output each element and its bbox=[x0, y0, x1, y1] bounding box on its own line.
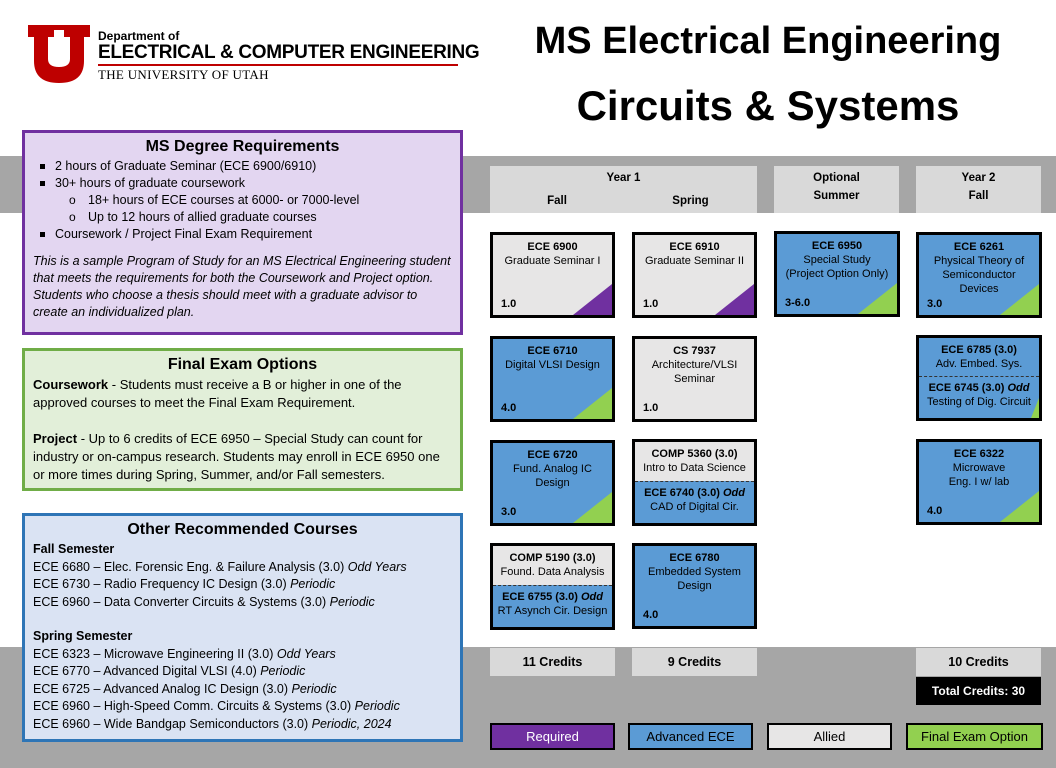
course-line: ECE 6960 – High-Speed Comm. Circuits & S… bbox=[33, 699, 400, 713]
requirement-subitem: Up to 12 hours of allied graduate course… bbox=[33, 209, 452, 226]
year2-label: Year 2 bbox=[961, 172, 996, 184]
final-exam-marker bbox=[1000, 284, 1039, 315]
course-card-ece6710[interactable]: ECE 6710 Digital VLSI Design 4.0 bbox=[490, 336, 615, 422]
requirements-heading: MS Degree Requirements bbox=[145, 138, 340, 155]
course-card-ece6785[interactable]: ECE 6785 (3.0) Adv. Embed. Sys. ECE 6745… bbox=[916, 335, 1042, 421]
requirement-item: 30+ hours of graduate coursework bbox=[33, 175, 452, 192]
optional-label: Optional bbox=[813, 172, 860, 184]
fall-label: Fall bbox=[547, 195, 567, 207]
course-card-ece6780[interactable]: ECE 6780 Embedded System Design 4.0 bbox=[632, 543, 757, 629]
project-text: - Up to 6 credits of ECE 6950 – Special … bbox=[33, 431, 440, 482]
course-card-ece6720[interactable]: ECE 6720 Fund. Analog IC Design 3.0 bbox=[490, 440, 615, 526]
course-card-ece6950[interactable]: ECE 6950 Special Study (Project Option O… bbox=[774, 231, 900, 317]
course-line: ECE 6725 – Advanced Analog IC Design (3.… bbox=[33, 681, 337, 696]
fall2-label: Fall bbox=[968, 190, 989, 202]
alternate-course: ECE 6740 (3.0) Odd CAD of Digital Cir. bbox=[635, 481, 754, 523]
final-exam-marker bbox=[1031, 398, 1039, 418]
course-card-comp5360[interactable]: COMP 5360 (3.0) Intro to Data Science EC… bbox=[632, 439, 757, 526]
required-marker bbox=[715, 284, 754, 315]
credits-fall1: 11 Credits bbox=[490, 648, 615, 676]
requirements-list: 2 hours of Graduate Seminar (ECE 6900/69… bbox=[33, 158, 452, 243]
course-card-comp5190[interactable]: COMP 5190 (3.0) Found. Data Analysis ECE… bbox=[490, 543, 615, 630]
project-option: Project - Up to 6 credits of ECE 6950 – … bbox=[33, 430, 452, 484]
year1-label: Year 1 bbox=[606, 172, 641, 184]
final-exam-marker bbox=[1000, 491, 1039, 522]
spring-semester-heading: Spring Semester bbox=[33, 629, 133, 643]
legend-final-exam: Final Exam Option bbox=[906, 723, 1043, 750]
coursework-text: - Students must receive a B or higher in… bbox=[33, 377, 402, 410]
coursework-label: Coursework bbox=[33, 377, 109, 392]
spring-label: Spring bbox=[672, 195, 709, 207]
final-exam-heading: Final Exam Options bbox=[167, 356, 318, 373]
legend-advanced: Advanced ECE bbox=[628, 723, 753, 750]
dept-line3: THE UNIVERSITY OF UTAH bbox=[98, 67, 269, 82]
course-line: ECE 6730 – Radio Frequency IC Design (3.… bbox=[33, 577, 336, 591]
course-line: ECE 6323 – Microwave Engineering II (3.0… bbox=[33, 646, 336, 661]
course-line: ECE 6770 – Advanced Digital VLSI (4.0) P… bbox=[33, 664, 306, 678]
credits-fall2: 10 Credits bbox=[916, 648, 1041, 676]
requirements-note: This is a sample Program of Study for an… bbox=[33, 254, 451, 319]
other-courses-box: Other Recommended Courses Fall Semester … bbox=[22, 513, 463, 742]
required-marker bbox=[573, 284, 612, 315]
alternate-course: ECE 6745 (3.0) Odd Testing of Dig. Circu… bbox=[919, 376, 1039, 418]
fall-semester-heading: Fall Semester bbox=[33, 542, 115, 556]
summer-header: Optional Summer bbox=[774, 166, 899, 213]
degree-requirements-box: MS Degree Requirements 2 hours of Gradua… bbox=[22, 130, 463, 335]
course-card-ece6261[interactable]: ECE 6261 Physical Theory of Semiconducto… bbox=[916, 232, 1042, 318]
project-label: Project bbox=[33, 431, 78, 446]
university-u-logo bbox=[28, 25, 90, 83]
final-exam-box: Final Exam Options Coursework - Students… bbox=[22, 348, 463, 491]
page-subtitle: Circuits & Systems bbox=[576, 82, 960, 129]
other-courses-heading: Other Recommended Courses bbox=[127, 521, 358, 538]
year2-header: Year 2 Fall bbox=[916, 166, 1041, 213]
course-card-ece6910[interactable]: ECE 6910 Graduate Seminar II 1.0 bbox=[632, 232, 757, 318]
year1-header: Year 1 Fall Spring bbox=[490, 166, 757, 213]
legend-required: Required bbox=[490, 723, 615, 750]
dept-line1: Department of bbox=[98, 29, 180, 43]
dept-line2: ELECTRICAL & COMPUTER ENGINEERING bbox=[98, 42, 480, 63]
course-card-ece6900[interactable]: ECE 6900 Graduate Seminar I 1.0 bbox=[490, 232, 615, 318]
alternate-course: ECE 6755 (3.0) Odd RT Asynch Cir. Design bbox=[493, 585, 612, 627]
course-card-ece6322[interactable]: ECE 6322 Microwave Eng. I w/ lab 4.0 bbox=[916, 439, 1042, 525]
requirement-item: 2 hours of Graduate Seminar (ECE 6900/69… bbox=[33, 158, 452, 175]
course-line: ECE 6960 – Wide Bandgap Semiconductors (… bbox=[33, 716, 392, 731]
final-exam-marker bbox=[858, 283, 897, 314]
legend-allied: Allied bbox=[767, 723, 892, 750]
requirement-item: Coursework / Project Final Exam Requirem… bbox=[33, 226, 452, 243]
final-exam-marker bbox=[573, 388, 612, 419]
credits-spring1: 9 Credits bbox=[632, 648, 757, 676]
course-card-cs7937[interactable]: CS 7937 Architecture/VLSI Seminar 1.0 bbox=[632, 336, 757, 422]
final-exam-marker bbox=[573, 492, 612, 523]
requirement-subitem: 18+ hours of ECE courses at 6000- or 700… bbox=[33, 192, 452, 209]
coursework-option: Coursework - Students must receive a B o… bbox=[33, 376, 452, 412]
course-line: ECE 6960 – Data Converter Circuits & Sys… bbox=[33, 594, 375, 609]
logo-divider bbox=[98, 64, 458, 66]
page-title: MS Electrical Engineering bbox=[534, 20, 1002, 62]
summer-label: Summer bbox=[813, 190, 860, 202]
total-credits: Total Credits: 30 bbox=[916, 677, 1041, 705]
course-line: ECE 6680 – Elec. Forensic Eng. & Failure… bbox=[33, 559, 407, 574]
